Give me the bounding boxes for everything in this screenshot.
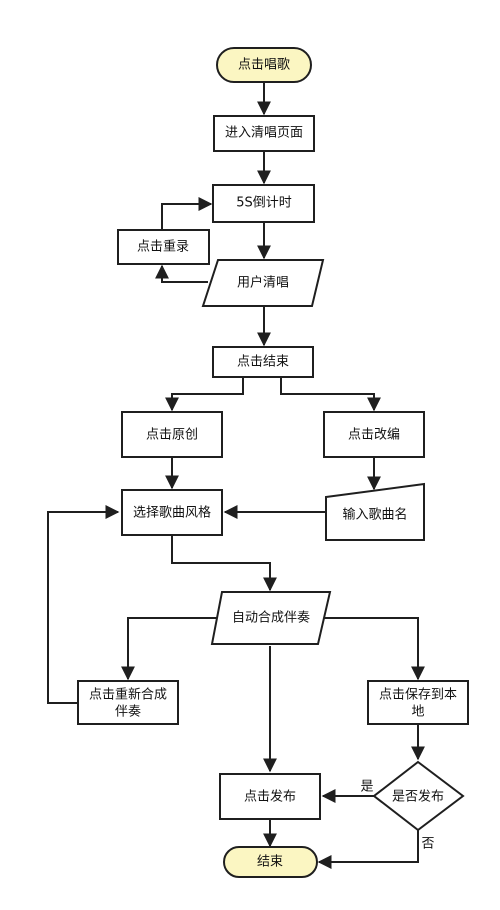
node-user-sing: 用户清唱 [201,259,325,307]
edge-style-to-compose [171,535,277,592]
node-recompose-label-line2: 伴奏 [115,705,141,720]
node-end: 结束 [223,846,318,878]
edge-compose-to-save [320,617,425,681]
node-publish-decision-label: 是否发布 [392,789,444,805]
edge-end-click-to-adapt [280,377,381,412]
node-input-name-label: 输入歌曲名 [342,507,407,523]
node-rerecord: 点击重录 [117,229,210,265]
node-adapt: 点击改编 [323,411,425,458]
node-save-local-label-line2: 地 [411,705,424,720]
node-end-label: 结束 [257,855,283,870]
node-input-name: 输入歌曲名 [325,482,425,541]
edge-decision-no [317,829,419,869]
connectors [47,82,425,869]
node-start: 点击唱歌 [216,47,312,83]
edge-label-yes: 是 [360,780,373,795]
node-publish-label: 点击发布 [244,789,296,805]
node-original: 点击原创 [121,411,223,458]
node-click-end-label: 点击结束 [237,355,289,370]
node-publish-decision: 是否发布 [372,760,465,832]
node-auto-compose: 自动合成伴奏 [210,591,332,645]
node-publish: 点击发布 [219,773,321,820]
node-recompose-label-line1: 点击重新合成 [89,687,167,703]
node-click-end: 点击结束 [212,346,314,378]
node-adapt-label: 点击改编 [348,428,400,443]
node-enter-page: 进入清唱页面 [213,115,315,152]
node-user-sing-label: 用户清唱 [237,275,289,291]
node-countdown: 5S倒计时 [212,184,315,223]
node-save-local: 点击保存到本 地 [367,680,469,725]
node-rerecord-label: 点击重录 [137,239,189,255]
edge-rerecord-to-countdown [161,197,213,230]
node-recompose: 点击重新合成 伴奏 [77,680,179,725]
node-save-local-label-line1: 点击保存到本 [379,688,457,703]
edge-end-click-to-original [165,377,244,412]
edge-compose-to-recompose [121,617,218,681]
edge-sing-to-rerecord [155,264,208,283]
node-choose-style-label: 选择歌曲风格 [133,505,211,521]
node-enter-page-label: 进入清唱页面 [225,126,303,141]
node-countdown-label: 5S倒计时 [236,196,292,211]
node-start-label: 点击唱歌 [238,58,290,73]
node-auto-compose-label: 自动合成伴奏 [232,611,310,626]
node-original-label: 点击原创 [146,428,198,443]
edge-recompose-to-style [47,505,120,704]
node-choose-style: 选择歌曲风格 [121,489,223,536]
edge-label-no: 否 [421,837,434,852]
